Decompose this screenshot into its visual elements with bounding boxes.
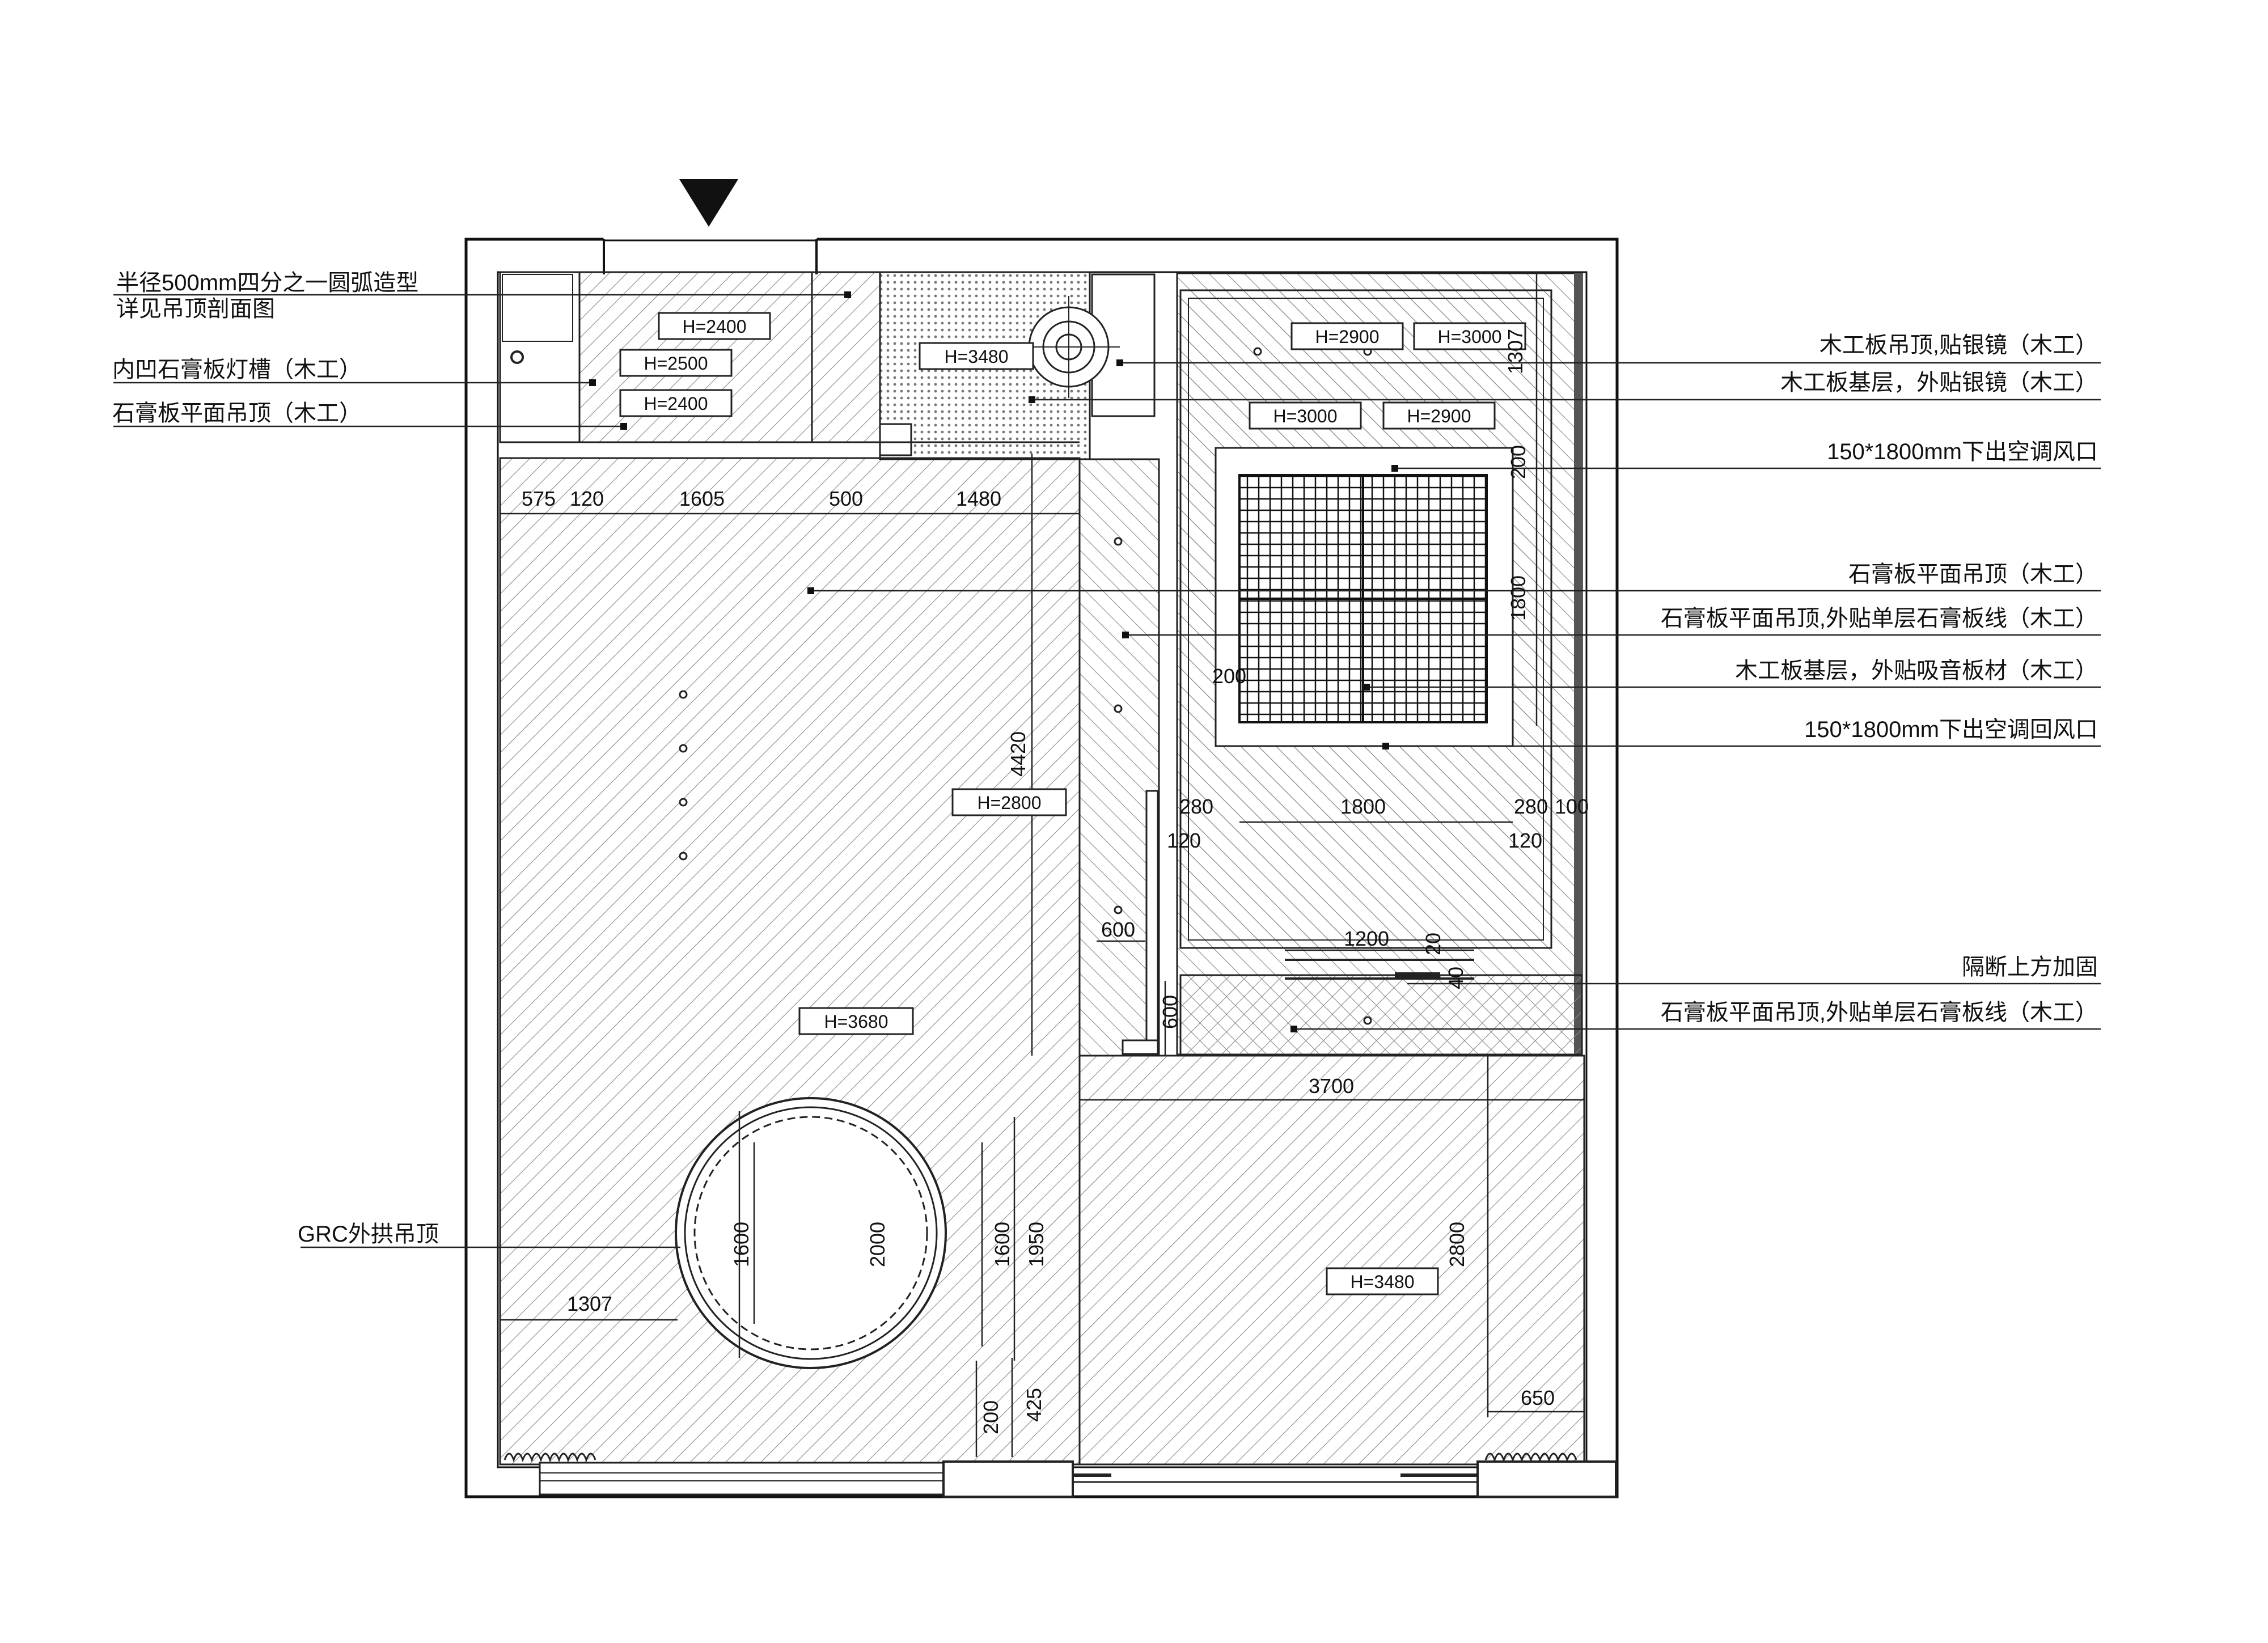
dimension-label: 1600	[730, 1222, 753, 1267]
dimension-label: 600	[1158, 995, 1182, 1029]
right-lower-ceiling	[1078, 1055, 1585, 1466]
dimension-label: 2800	[1445, 1222, 1469, 1267]
dimension-label: 1480	[956, 487, 1001, 510]
dimension-label: 1800	[1507, 575, 1530, 621]
dimension-label: 280	[1179, 795, 1213, 818]
dimension-label: 20	[1421, 933, 1445, 955]
note-flat-ceiling: 石膏板平面吊顶（木工）	[112, 401, 362, 426]
dimension-labels: 575 120 1605 500 1480 1307 200 1800 4420…	[522, 329, 1589, 1434]
dimension-label: 200	[1212, 664, 1246, 688]
room-structure	[464, 236, 1619, 1498]
left-notes: 半径500mm四分之一圆弧造型 详见吊顶剖面图 内凹石膏板灯槽（木工） 石膏板平…	[112, 270, 439, 1247]
height-tags: H=2400 H=2500 H=2400 H=3480 H=2900 H=300…	[619, 312, 1526, 1295]
view-direction-arrow-icon	[679, 179, 738, 227]
dimension-label: 4420	[1006, 731, 1030, 777]
height-tag: H=2800	[978, 793, 1042, 813]
note-section-ref: 详见吊顶剖面图	[116, 297, 275, 321]
dimension-label: 120	[570, 487, 604, 510]
dimension-label: 1600	[991, 1222, 1014, 1267]
dimension-label: 1950	[1025, 1222, 1048, 1267]
dimension-lines	[500, 272, 1584, 1457]
dimension-label: 1200	[1344, 927, 1389, 950]
dimension-label: 650	[1521, 1386, 1555, 1409]
top-strip-b	[811, 271, 881, 443]
note-light-trough: 内凹石膏板灯槽（木工）	[112, 357, 362, 382]
dimension-label: 100	[1555, 795, 1589, 818]
height-tag: H=3480	[945, 346, 1009, 367]
dimension-label: 200	[979, 1400, 1002, 1434]
note-grc-dome: GRC外拱吊顶	[298, 1222, 439, 1247]
note-flat-ceiling-right: 石膏板平面吊顶（木工）	[1848, 562, 2098, 587]
note-partition: 隔断上方加固	[1962, 955, 2098, 980]
dimension-label: 40	[1444, 967, 1467, 989]
dimension-label: 1307	[1504, 329, 1527, 374]
height-tag: H=2900	[1315, 327, 1380, 347]
height-tag: H=3000	[1438, 327, 1502, 347]
dimension-label: 425	[1022, 1388, 1046, 1422]
dimension-label: 1307	[567, 1292, 612, 1315]
dimension-label: 600	[1101, 918, 1135, 941]
dimension-label: 120	[1508, 829, 1542, 852]
dimension-label: 1800	[1340, 795, 1386, 818]
note-mirror-base: 木工板基层，外贴银镜（木工）	[1780, 370, 2098, 395]
height-tag: H=2400	[683, 316, 747, 337]
note-gypsum-moulding: 石膏板平面吊顶,外贴单层石膏板线（木工）	[1661, 606, 2098, 631]
dimension-label: 2000	[866, 1222, 889, 1267]
leader-lines	[113, 294, 2101, 1248]
right-notes: 木工板吊顶,贴银镜（木工） 木工板基层，外贴银镜（木工） 150*1800mm下…	[1661, 333, 2098, 1025]
dimension-label: 500	[829, 487, 863, 510]
dimension-label: 575	[522, 487, 556, 510]
note-arc-shape: 半径500mm四分之一圆弧造型	[116, 270, 418, 295]
corridor-strip	[1078, 458, 1160, 1057]
height-tag: H=2400	[644, 393, 708, 414]
dimension-label: 3700	[1309, 1074, 1354, 1098]
height-tag: H=3000	[1273, 406, 1338, 426]
dimension-label: 120	[1167, 829, 1201, 852]
note-mirror-ceiling: 木工板吊顶,贴银镜（木工）	[1820, 333, 2098, 358]
note-gypsum-moulding-lower: 石膏板平面吊顶,外贴单层石膏板线（木工）	[1661, 1000, 2098, 1025]
note-acoustic-panel: 木工板基层，外贴吸音板材（木工）	[1735, 658, 2098, 683]
height-tag: H=2500	[644, 353, 708, 374]
dimension-label: 1605	[679, 487, 725, 510]
bottom-opening	[539, 1462, 945, 1496]
leader-dots	[589, 291, 1398, 1032]
height-tag: H=3480	[1351, 1272, 1415, 1292]
top-opening	[603, 236, 817, 275]
dimension-label: 280	[1514, 795, 1548, 818]
note-ac-return: 150*1800mm下出空调回风口	[1804, 717, 2098, 742]
height-tag: H=2900	[1407, 406, 1471, 426]
dimension-label: 200	[1507, 445, 1530, 479]
height-tag: H=3680	[824, 1011, 888, 1032]
note-ac-outlet: 150*1800mm下出空调风口	[1827, 439, 2098, 464]
